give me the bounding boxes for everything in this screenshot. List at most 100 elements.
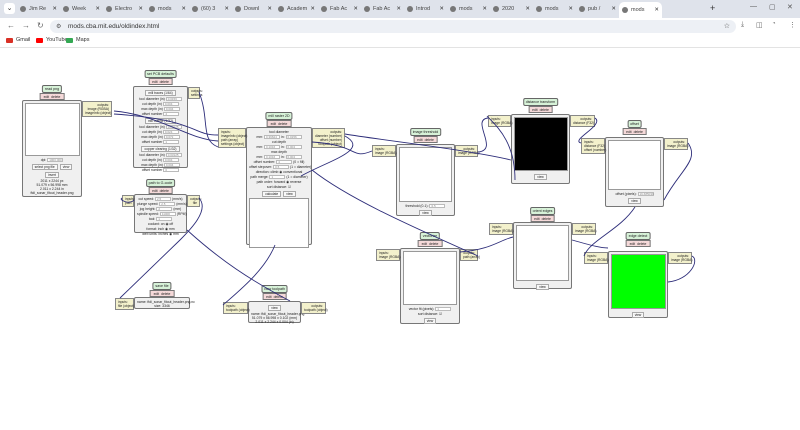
new-tab-button[interactable]: +: [710, 3, 716, 13]
setting-input[interactable]: 0.0156: [165, 97, 182, 102]
tab-7[interactable]: Fab Ac✕: [318, 2, 361, 16]
module-title[interactable]: set PCB defaults: [144, 70, 177, 78]
edit-link[interactable]: edit: [532, 107, 538, 112]
view-button[interactable]: view: [628, 198, 641, 204]
input-port-1[interactable]: path (array): [221, 138, 239, 142]
setting-input[interactable]: 0.072: [163, 135, 180, 140]
back-button[interactable]: ←: [7, 21, 15, 30]
setting-input[interactable]: 0.03125: [165, 153, 182, 158]
outputs-port[interactable]: outputs:image (RGBA): [572, 223, 596, 235]
menu-icon[interactable]: ⋮: [789, 22, 796, 29]
invert-button[interactable]: invert: [44, 172, 60, 178]
bookmark-gmail[interactable]: Gmail: [6, 37, 30, 43]
tab-close-icon[interactable]: ✕: [224, 6, 229, 12]
outputs-port[interactable]: outputs:settings: [188, 87, 203, 99]
tab-12[interactable]: mods✕: [533, 2, 576, 16]
tab-close-icon[interactable]: ✕: [310, 6, 315, 12]
tab-close-icon[interactable]: ✕: [611, 6, 616, 12]
param-input[interactable]: 0.1016: [264, 155, 281, 160]
outputs-port[interactable]: outputs:image (RGBA)imageInfo (object): [82, 101, 112, 117]
inputs-port[interactable]: inputs:imageInfo (object)path (array)set…: [218, 128, 248, 148]
outputs-port[interactable]: outputs:image (RGBA): [668, 252, 692, 264]
input-port-0[interactable]: file (object): [118, 304, 135, 308]
maximize-button[interactable]: ▢: [769, 4, 776, 11]
setting-input[interactable]: 0.004: [163, 163, 180, 168]
setting-input[interactable]: 0.024: [162, 130, 179, 135]
param-input[interactable]: 2: [156, 207, 173, 212]
module-title[interactable]: read png: [41, 85, 63, 93]
inputs-port[interactable]: inputs:image (RGBA): [489, 223, 513, 235]
tab-14[interactable]: mods✕: [619, 2, 662, 18]
setting-input[interactable]: 4: [163, 112, 180, 117]
tab-close-icon[interactable]: ✕: [95, 6, 100, 12]
input-port-0[interactable]: distance (F32): [584, 144, 606, 148]
param-input[interactable]: 2.5: [159, 202, 176, 207]
inputs-port[interactable]: inputs:image (RGBA): [372, 145, 396, 157]
view-button[interactable]: view: [268, 305, 281, 311]
output-port-0[interactable]: image (RGBA): [667, 144, 689, 148]
forward-button[interactable]: →: [22, 21, 30, 30]
setting-input[interactable]: 0: [163, 168, 180, 173]
tab-close-icon[interactable]: ✕: [267, 6, 272, 12]
output-port-0[interactable]: image (RGBA): [575, 229, 597, 233]
module-title[interactable]: save file: [152, 282, 172, 290]
delete-link[interactable]: delete: [429, 241, 439, 246]
tab-6[interactable]: Academ✕: [275, 2, 318, 16]
tab-10[interactable]: mods✕: [447, 2, 490, 16]
tab-close-icon[interactable]: ✕: [52, 6, 57, 12]
param-input-in[interactable]: 0.004: [285, 155, 302, 160]
tab-close-icon[interactable]: ✕: [396, 6, 401, 12]
edit-link[interactable]: edit: [421, 241, 428, 246]
tab-13[interactable]: pub /✕: [576, 2, 619, 16]
output-port-0[interactable]: image (RGBA): [458, 151, 480, 155]
setting-input[interactable]: 0.03125: [165, 125, 182, 130]
param-input[interactable]: 11000: [159, 212, 176, 217]
view-button[interactable]: view: [283, 191, 296, 197]
tab-close-icon[interactable]: ✕: [439, 6, 444, 12]
param-input[interactable]: 1: [156, 217, 173, 222]
input-port-2[interactable]: settings (object): [221, 142, 245, 146]
tab-11[interactable]: 2020✕: [490, 2, 533, 16]
bookmark-maps[interactable]: Maps: [66, 37, 89, 43]
setting-input[interactable]: 0.004: [162, 102, 179, 107]
profile-icon[interactable]: ◔: [772, 21, 776, 27]
calculate-button[interactable]: calculate: [262, 191, 282, 197]
edit-link[interactable]: edit: [629, 241, 636, 246]
edit-link[interactable]: edit: [152, 188, 158, 193]
input-port-0[interactable]: image (RGBA): [379, 255, 401, 259]
output-port-0[interactable]: path (array): [463, 255, 481, 259]
traces-preset-button[interactable]: mill traces (1/64): [145, 90, 176, 96]
param-input[interactable]: 19.685039: [637, 192, 654, 197]
param-input[interactable]: 0.39624: [264, 135, 281, 140]
tab-close-icon[interactable]: ✕: [654, 7, 659, 13]
tab-9[interactable]: Introd✕: [404, 2, 447, 16]
edit-link[interactable]: edit: [43, 94, 50, 99]
param-input[interactable]: 1000.000: [47, 158, 64, 163]
outputs-port[interactable]: outputs:image (RGBA): [455, 145, 480, 157]
bookmark-youtube[interactable]: YouTube: [36, 37, 68, 43]
edit-link[interactable]: edit: [152, 79, 158, 84]
inputs-port[interactable]: inputs:image (RGBA): [584, 252, 608, 264]
address-bar[interactable]: ⚙ mods.cba.mit.edu/oldindex.html ☆: [50, 20, 736, 33]
input-port-0[interactable]: imageInfo (object): [221, 134, 248, 138]
tab-close-icon[interactable]: ✕: [353, 6, 358, 12]
module-title[interactable]: vectorize: [419, 232, 441, 240]
tab-4[interactable]: (60) 3✕: [189, 2, 232, 16]
delete-link[interactable]: delete: [278, 121, 288, 126]
module-title[interactable]: mill raster 2D: [265, 112, 293, 120]
edit-link[interactable]: edit: [534, 216, 540, 221]
tab-5[interactable]: Downl✕: [232, 2, 275, 16]
outline-preset-button[interactable]: mill outline (1/32): [144, 118, 177, 124]
clearing-preset-button[interactable]: copper clearing (1/32): [141, 146, 180, 152]
outputs-port[interactable]: outputs:path (array): [460, 249, 481, 261]
module-set-pcb-defaults[interactable]: mill traces (1/64)tool diameter (in) 0.0…: [133, 70, 203, 173]
setting-input[interactable]: 1: [163, 140, 180, 145]
